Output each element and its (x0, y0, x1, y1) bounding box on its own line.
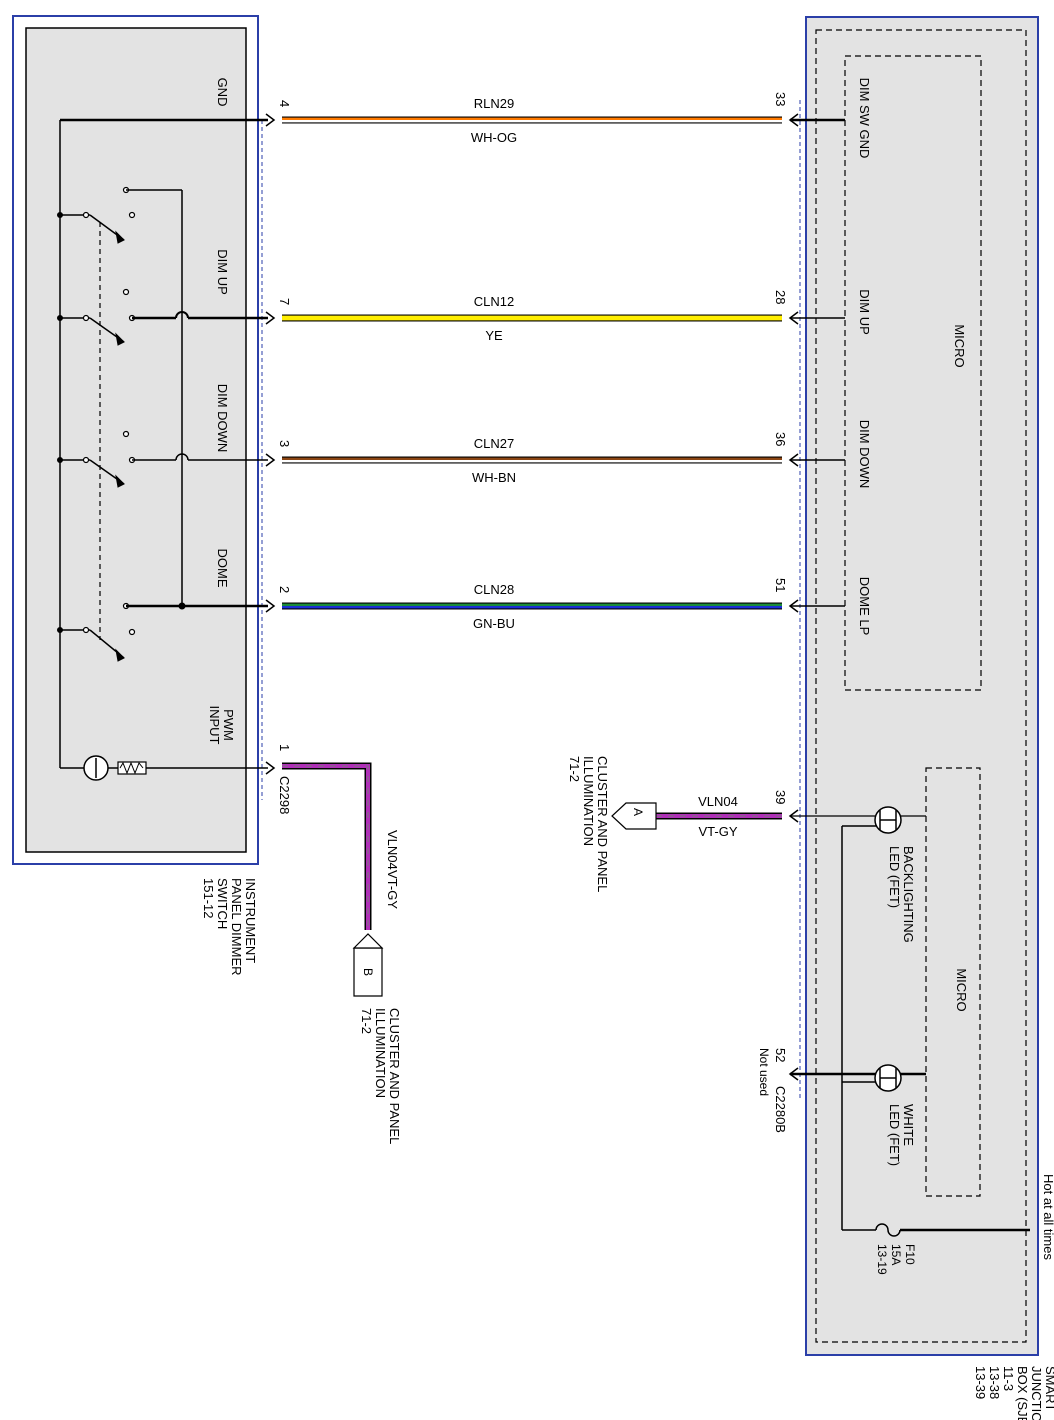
pwm-color-code: VT-GY (385, 870, 400, 909)
micro-bottom-box (925, 767, 981, 1197)
dimmer-switch-circuit (57, 118, 268, 781)
fuse-label-3: 13-19 (875, 1244, 889, 1275)
label-pwm: PWM (221, 709, 236, 741)
dimmer-switch-module: GND DIM UP DIM DOWN DOME PWM INPUT (12, 15, 276, 976)
label-dim-down: DIM DOWN (215, 384, 230, 453)
white-led-label-1: WHITE (901, 1104, 916, 1146)
wire-color-code: YE (485, 328, 503, 343)
white-led-output: 52 C2280B Not used (757, 1048, 788, 1133)
label-gnd: GND (215, 78, 230, 107)
pwm-dest-1: CLUSTER AND PANEL (387, 1008, 402, 1144)
wire-circuit-label: CLN28 (474, 582, 514, 597)
wire-color-code: WH-OG (471, 130, 517, 145)
wire-pin-left: 4 (277, 100, 292, 107)
backlight-color-code: VT-GY (698, 824, 737, 839)
backlight-dest-1: CLUSTER AND PANEL (595, 756, 610, 892)
pwm-circuit: VLN04 (385, 830, 400, 870)
dimmer-switch-caption-1: INSTRUMENT (243, 878, 258, 963)
sjb-label-dim-down: DIM DOWN (857, 420, 872, 489)
backlighting-led-icon (874, 806, 902, 834)
wire-color-code: WH-BN (472, 470, 516, 485)
dimmer-switch-caption-4: 151-12 (201, 878, 216, 918)
wire-color-code: GN-BU (473, 616, 515, 631)
right-connector-arrows (788, 113, 799, 1081)
sjb-label-dim-up: DIM UP (857, 289, 872, 335)
wire-pin-right: 51 (773, 578, 788, 592)
sjb-module: MICRO MICRO DIM SW GND DIM UP DIM DOWN D… (788, 16, 1054, 1420)
backlight-dest-3: 71-2 (567, 756, 582, 782)
backlight-dest-2: ILLUMINATION (581, 756, 596, 846)
pwm-dest-3: 71-2 (359, 1008, 374, 1034)
pwm-pin: 1 (277, 744, 292, 751)
connector-tag-a-letter: A (631, 808, 645, 816)
wire-pin-left: 7 (277, 298, 292, 305)
wire-pin-left: 2 (277, 586, 292, 593)
sjb-dashed-boundary (815, 29, 1027, 1343)
wire-circuit-label: RLN29 (474, 96, 514, 111)
sjb-outer-border (805, 16, 1039, 1356)
backlighting-led-label-1: BACKLIGHTING (901, 846, 916, 943)
sjb-label-dome-lp: DOME LP (857, 577, 872, 636)
micro-bottom-label: MICRO (954, 968, 969, 1011)
micro-top-box (844, 55, 982, 691)
hot-at-all-times: Hot at all times (1041, 1174, 1054, 1260)
wire-pin-right: 36 (773, 432, 788, 446)
label-pwm-input: INPUT (207, 706, 222, 745)
pwm-connector: C2298 (277, 776, 292, 814)
sjb-label-dim-sw-gnd: DIM SW GND (857, 78, 872, 159)
sjb-caption-1: SMART (1043, 1366, 1054, 1411)
label-dim-up: DIM UP (215, 249, 230, 295)
wire-pin-left: 3 (277, 440, 292, 447)
label-dome: DOME (215, 549, 230, 588)
pwm-wire-path (282, 762, 372, 930)
fuse-label-2: 15A (889, 1244, 903, 1265)
backlighting-led-label-2: LED (FET) (887, 846, 902, 908)
wire-circuit-label: CLN12 (474, 294, 514, 309)
white-led-label-2: LED (FET) (887, 1104, 902, 1166)
connector-tag-b-letter: B (361, 968, 375, 976)
dimmer-switch-caption-2: PANEL DIMMER (229, 878, 244, 976)
wire-pin-right: 33 (773, 92, 788, 106)
fuse-label-1: F10 (903, 1244, 917, 1265)
sjb-caption-6: 13-39 (973, 1366, 988, 1399)
pwm-wire: B 1 C2298 VLN04 VT-GY CLUSTER AND PANEL … (277, 744, 402, 1144)
left-connector-arrows (265, 113, 276, 775)
white-output-note: Not used (757, 1048, 771, 1096)
sjb-caption-3: BOX (SJB) (1015, 1366, 1030, 1420)
white-output-pin: 52 (773, 1048, 788, 1062)
backlight-circuit: VLN04 (698, 794, 738, 809)
backlight-wire: A 39 VLN04 VT-GY CLUSTER AND PANEL ILLUM… (567, 756, 788, 892)
wire-circuit-label: CLN27 (474, 436, 514, 451)
dimmer-switch-body (25, 27, 247, 853)
backlight-pin: 39 (773, 790, 788, 804)
sjb-circuit (790, 118, 1030, 1237)
pwm-dest-2: ILLUMINATION (373, 1008, 388, 1098)
wire-pin-right: 28 (773, 290, 788, 304)
connector-tag-a (611, 802, 657, 830)
sjb-caption-2: JUNCTION (1029, 1366, 1044, 1420)
dimmer-switch-caption-3: SWITCH (215, 878, 230, 929)
white-led-icon (874, 1064, 902, 1092)
micro-top-label: MICRO (952, 324, 967, 367)
sjb-caption-5: 13-38 (987, 1366, 1002, 1399)
white-output-connector: C2280B (773, 1086, 788, 1133)
sjb-caption-4: 11-3 (1001, 1366, 1016, 1391)
